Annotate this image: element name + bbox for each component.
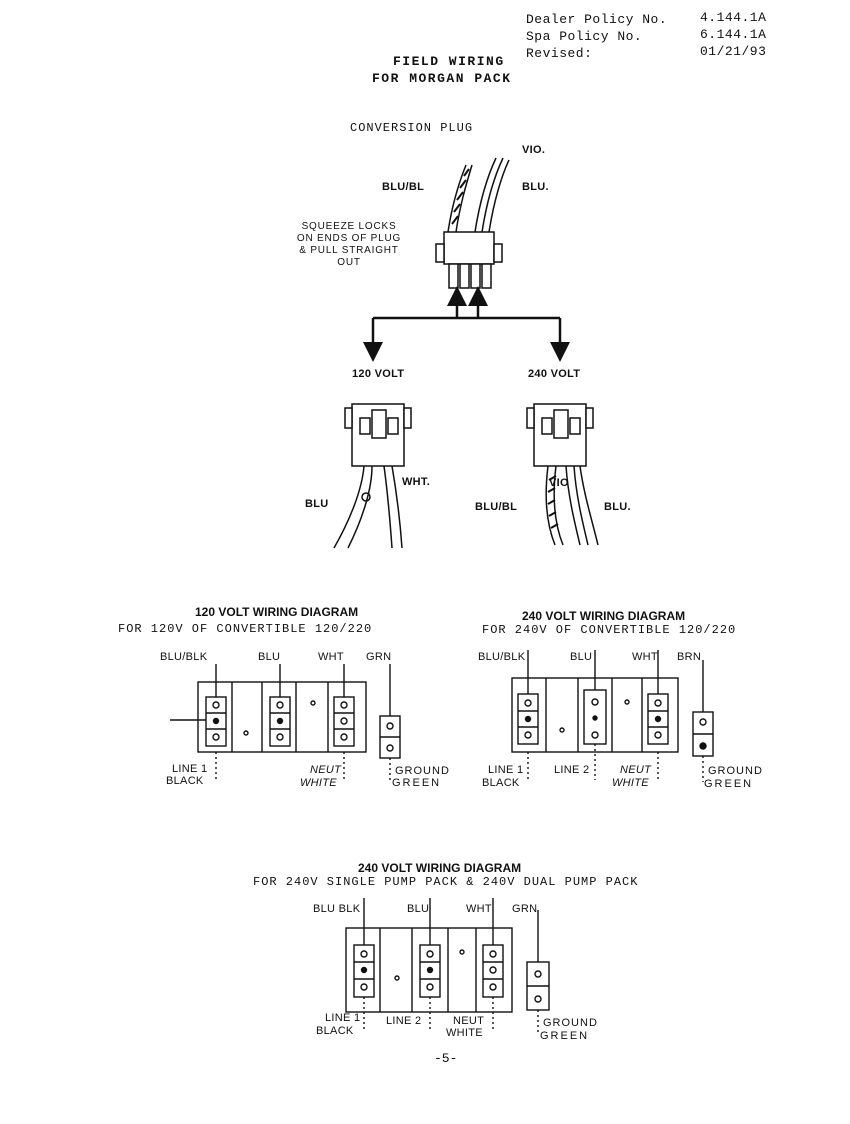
diagram-120-neut-color: WHITE	[300, 777, 337, 789]
diagram-240c-neut: NEUT	[620, 764, 652, 776]
diagram-240c-ground-color: GREEN	[704, 778, 754, 790]
diagram-240p-line1: LINE 1	[325, 1012, 361, 1024]
diagram-240p-line2: LINE 2	[386, 1015, 422, 1027]
diagram-120-line1-color: BLACK	[166, 775, 204, 787]
plug-wires	[447, 157, 510, 233]
diagram-120-title: 120 VOLT WIRING DIAGRAM	[195, 605, 359, 619]
diagram-120-ground: GROUND	[395, 765, 450, 777]
diagram-120-wire-1: BLU/BLK	[160, 651, 208, 663]
diagram-240c-wire-4: BRN	[677, 651, 702, 663]
spa-policy-label: Spa Policy No.	[526, 29, 643, 44]
revised-value: 01/21/93	[700, 44, 767, 59]
diagram-240p-ground: GROUND	[543, 1017, 598, 1029]
plug-240-config	[526, 403, 599, 546]
config-240-wire-vio: VIO	[549, 477, 569, 489]
page-title-line1: FIELD WIRING	[393, 54, 505, 69]
diagram-120-terminal-strip	[170, 664, 401, 782]
diagram-240c-neut-color: WHITE	[612, 777, 649, 789]
diagram-240c-line1-color: BLACK	[482, 777, 520, 789]
diagram-240p-neut: NEUT	[453, 1015, 485, 1027]
diagram-240p-subtitle: FOR 240V SINGLE PUMP PACK & 240V DUAL PU…	[253, 875, 639, 889]
diagram-240c-ground: GROUND	[708, 765, 763, 777]
conversion-plug-heading: CONVERSION PLUG	[350, 121, 474, 135]
diagram-120-wire-3: WHT	[318, 651, 344, 663]
config-240-label: 240 VOLT	[528, 368, 581, 380]
config-120-wire-blu: BLU	[305, 498, 329, 510]
diagram-240c-wire-3: WHT	[632, 651, 658, 663]
diagram-240p-neut-color: WHITE	[446, 1027, 483, 1039]
plug-120-config	[333, 403, 412, 549]
diagram-120-line1: LINE 1	[172, 763, 208, 775]
diagram-240p-line1-color: BLACK	[316, 1025, 354, 1037]
diagram-240p-title: 240 VOLT WIRING DIAGRAM	[358, 861, 522, 875]
config-120-wire-wht: WHT.	[402, 476, 431, 488]
diagram-120-neut: NEUT	[310, 764, 342, 776]
plug-wire-blu-label: BLU.	[522, 181, 549, 193]
diagram-240c-wire-2: BLU	[570, 651, 593, 663]
dealer-policy-label: Dealer Policy No.	[526, 12, 668, 27]
diagram-240c-line1: LINE 1	[488, 764, 524, 776]
plug-wire-vio-label: VIO.	[522, 144, 546, 156]
diagram-120-ground-color: GREEN	[392, 777, 442, 789]
diagram-240p-wire-1: BLU BLK	[313, 903, 361, 915]
config-240-wire-blu-bl: BLU/BL	[475, 501, 518, 513]
page-number: -5-	[434, 1051, 458, 1066]
config-240-wire-blu: BLU.	[604, 501, 631, 513]
plug-instruction: SQUEEZE LOCKS ON ENDS OF PLUG & PULL STR…	[296, 221, 402, 268]
diagram-240p-wire-3: WHT	[466, 903, 492, 915]
revised-label: Revised:	[526, 46, 593, 61]
diagram-240p-ground-color: GREEN	[540, 1030, 590, 1042]
config-arrows	[363, 286, 570, 362]
diagram-240-pack-terminal-strip	[345, 898, 550, 1034]
config-120-label: 120 VOLT	[352, 368, 405, 380]
diagram-120-subtitle: FOR 120V OF CONVERTIBLE 120/220	[118, 622, 373, 636]
diagram-240c-wire-1: BLU/BLK	[478, 651, 526, 663]
page-title-line2: FOR MORGAN PACK	[372, 71, 512, 86]
diagram-240p-wire-4: GRN	[512, 903, 538, 915]
diagram-240p-wire-2: BLU	[407, 903, 430, 915]
diagram-120-wire-2: BLU	[258, 651, 281, 663]
diagram-240-convertible-terminal-strip	[511, 650, 714, 782]
plug-wire-blu-bl-label: BLU/BL	[382, 181, 425, 193]
spa-policy-value: 6.144.1A	[700, 27, 767, 42]
dealer-policy-value: 4.144.1A	[700, 10, 767, 25]
diagram-240c-title: 240 VOLT WIRING DIAGRAM	[522, 609, 686, 623]
diagram-240c-subtitle: FOR 240V OF CONVERTIBLE 120/220	[482, 623, 737, 637]
diagram-240c-line2: LINE 2	[554, 764, 590, 776]
conversion-plug-body	[435, 231, 503, 289]
diagram-120-wire-4: GRN	[366, 651, 392, 663]
